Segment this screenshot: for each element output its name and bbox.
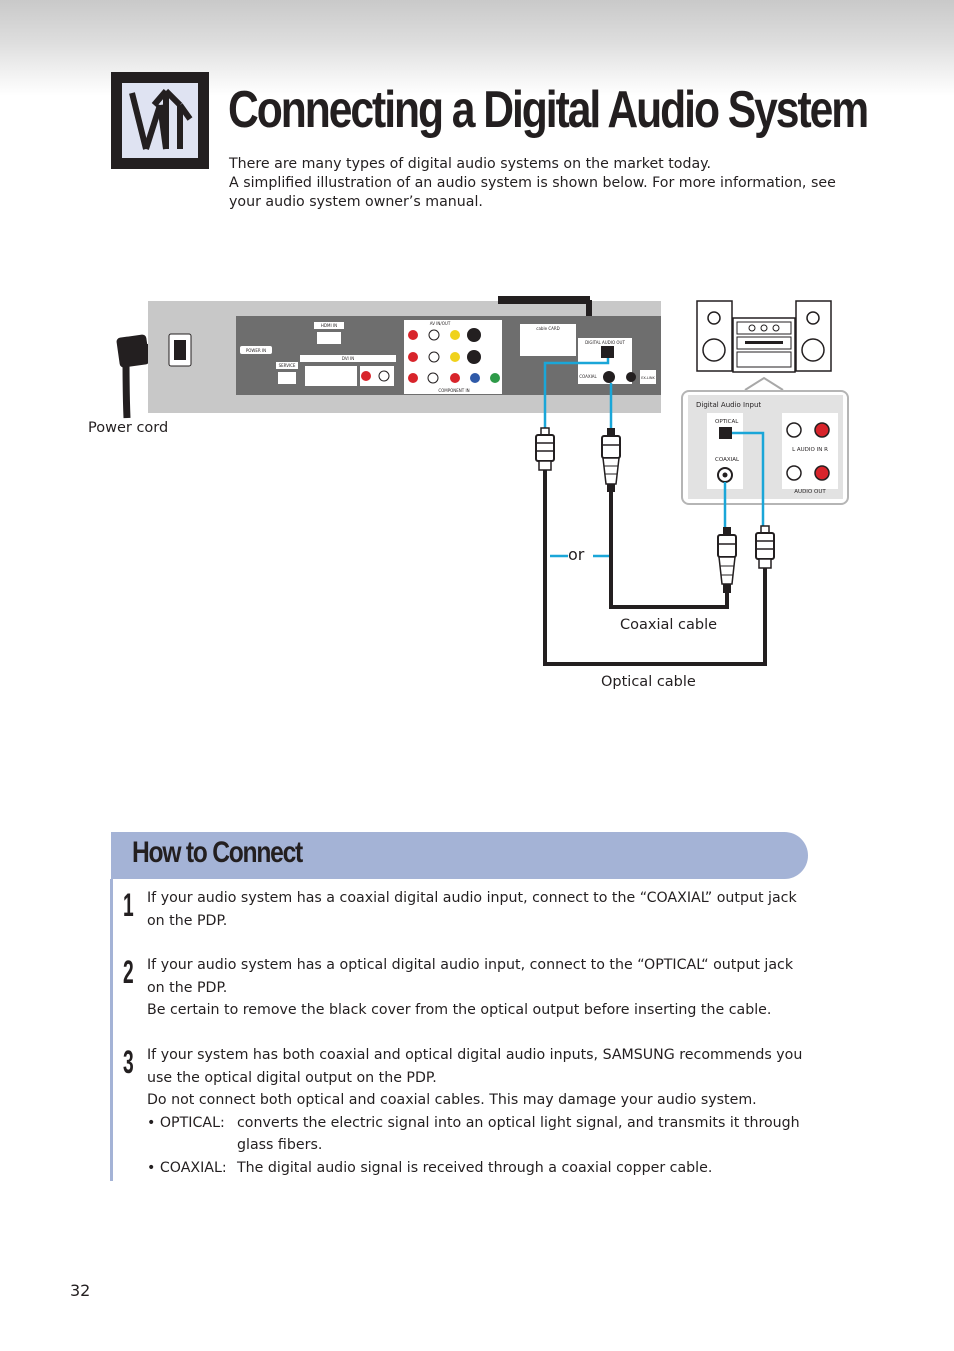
connection-diagram: POWER IN SERVICE HDMI IN DVI IN AV IN/OU… — [116, 296, 849, 666]
how-to-connect-header: How to Connect — [111, 832, 808, 879]
bullet-coaxial: • COAXIAL: The digital audio signal is r… — [147, 1157, 807, 1180]
optical-plug-right — [755, 525, 775, 569]
how-to-connect-title: How to Connect — [132, 836, 303, 869]
bullet-text: converts the electric signal into an opt… — [237, 1114, 800, 1154]
pdp-back-panel: POWER IN SERVICE HDMI IN DVI IN AV IN/OU… — [148, 296, 661, 413]
step-paragraph: Do not connect both optical and coaxial … — [147, 1092, 757, 1108]
page-title: Connecting a Digital Audio System — [228, 81, 869, 139]
panel-component-in: COMPONENT IN — [438, 388, 469, 393]
coaxial-plug-right — [717, 527, 737, 593]
panel-service: SERVICE — [279, 363, 296, 368]
panel-cable-card: cable CARD — [536, 326, 559, 331]
step-paragraph: If your audio system has a optical digit… — [147, 957, 794, 996]
power-cord-label: Power cord — [88, 420, 169, 436]
section-left-rule — [110, 879, 113, 1181]
panel-power-in: POWER IN — [246, 348, 266, 353]
panel-dvi-in: DVI IN — [342, 356, 354, 361]
input-box-audio-in: L AUDIO IN R — [792, 447, 828, 453]
step-number: 3 — [123, 1044, 134, 1080]
step-2: If your audio system has a optical digit… — [147, 954, 807, 1022]
bullet-key: • OPTICAL: — [147, 1114, 225, 1131]
audio-system-illustration — [696, 300, 832, 391]
step-3: If your system has both coaxial and opti… — [147, 1044, 807, 1179]
panel-av-in-out: AV IN/OUT — [430, 321, 451, 326]
intro-line: There are many types of digital audio sy… — [229, 156, 712, 172]
step-number: 1 — [123, 887, 134, 923]
step-paragraph: If your system has both coaxial and opti… — [147, 1047, 803, 1086]
step-paragraph: Be certain to remove the black cover fro… — [147, 1002, 772, 1018]
blue-leader-lines — [543, 358, 765, 558]
cables — [543, 470, 767, 666]
intro-text: There are many types of digital audio sy… — [229, 155, 869, 212]
bullet-key: • COAXIAL: — [147, 1159, 227, 1176]
digital-audio-input-box: Digital Audio Input OPTICAL COAXIAL L AU… — [681, 390, 849, 505]
bullet-optical: • OPTICAL: converts the electric signal … — [147, 1112, 807, 1157]
connection-arrows-icon — [111, 72, 209, 169]
or-label: or — [568, 545, 585, 564]
coaxial-cable-label: Coaxial cable — [620, 617, 718, 633]
panel-coaxial: COAXIAL — [579, 374, 597, 379]
panel-hdmi-in: HDMI IN — [321, 323, 337, 328]
optical-cable-label: Optical cable — [601, 674, 696, 690]
input-box-title: Digital Audio Input — [696, 401, 761, 409]
step-1: If your audio system has a coaxial digit… — [147, 887, 807, 932]
step-number: 2 — [123, 954, 134, 990]
panel-ex-link: EX-LINK — [641, 376, 655, 380]
page-number: 32 — [70, 1281, 91, 1300]
coaxial-plug-left — [601, 428, 621, 492]
bullet-text: The digital audio signal is received thr… — [237, 1159, 713, 1176]
intro-line: A simplified illustration of an audio sy… — [229, 175, 836, 210]
input-box-audio-out: AUDIO OUT — [794, 489, 826, 495]
input-box-coaxial: COAXIAL — [715, 457, 740, 463]
step-paragraph: If your audio system has a coaxial digit… — [147, 890, 797, 929]
panel-digital-audio-out: DIGITAL AUDIO OUT — [585, 340, 625, 345]
input-box-optical: OPTICAL — [715, 419, 739, 425]
optical-plug-left — [535, 427, 555, 471]
